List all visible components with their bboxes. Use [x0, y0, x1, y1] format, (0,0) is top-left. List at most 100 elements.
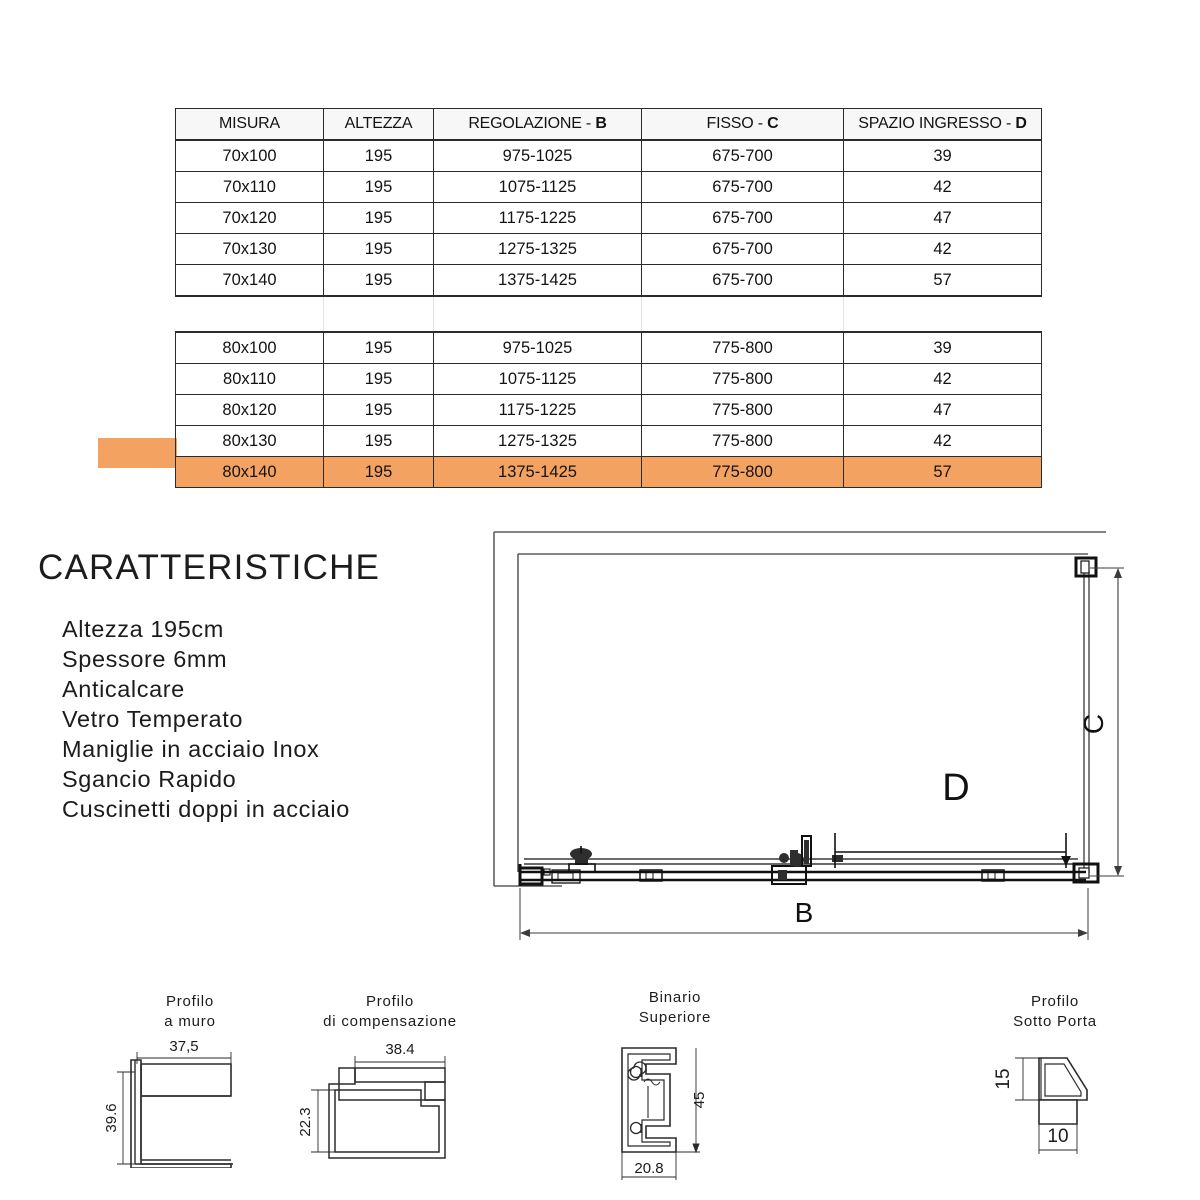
feature-item: Vetro Temperato — [62, 706, 244, 732]
separator-cell — [323, 295, 434, 333]
table-row: 70x130 195 1275-1325 675-700 42 — [175, 233, 1042, 265]
track-fitting-mid — [639, 869, 663, 882]
table-row: 80x100 195 975-1025 775-800 39 — [175, 331, 1042, 364]
dimension-c — [1090, 567, 1124, 877]
cell-fisso: 675-700 — [641, 202, 844, 234]
features-title: CARATTERISTICHE — [38, 548, 381, 587]
cell-fisso: 775-800 — [641, 456, 844, 488]
cell-altezza: 195 — [323, 171, 434, 203]
specification-table-container: MISURA ALTEZZA REGOLAZIONE - B FISSO - C… — [175, 108, 1042, 488]
cell-fisso: 675-700 — [641, 233, 844, 265]
cell-spazio: 47 — [843, 202, 1042, 234]
separator-cell — [433, 295, 642, 333]
profile-dim-height: 15 — [993, 1068, 1014, 1089]
screw-channel-icon — [627, 1061, 647, 1135]
cell-regolazione: 975-1025 — [433, 139, 642, 172]
profile-dim-width: 20.8 — [634, 1160, 663, 1177]
column-header-spazio-ingresso-label: SPAZIO INGRESSO - — [858, 115, 1016, 132]
column-header-fisso-label: FISSO - — [706, 115, 768, 132]
dimension-line-width — [1038, 1124, 1078, 1154]
profile-caption-line1: Binario — [648, 989, 702, 1006]
cell-spazio: 42 — [843, 171, 1042, 203]
cell-misura: 80x120 — [175, 394, 324, 426]
door-stop-block — [832, 855, 843, 862]
features-section: CARATTERISTICHE Altezza 195cm Spessore 6… — [38, 548, 498, 824]
dimension-b — [519, 888, 1089, 940]
column-header-altezza-label: ALTEZZA — [344, 115, 413, 132]
cell-altezza: 195 — [323, 233, 434, 265]
cell-regolazione: 1375-1425 — [433, 264, 642, 297]
table-row: 70x120 195 1175-1225 675-700 47 — [175, 202, 1042, 234]
column-header-spazio-ingresso-code: D — [1015, 115, 1027, 132]
cell-regolazione: 1275-1325 — [433, 425, 642, 457]
dimension-line-width — [354, 1056, 446, 1068]
cell-spazio: 47 — [843, 394, 1042, 426]
cell-regolazione: 1175-1225 — [433, 202, 642, 234]
column-header-misura-label: MISURA — [218, 115, 281, 132]
table-row: 80x110 195 1075-1125 775-800 42 — [175, 363, 1042, 395]
cell-altezza: 195 — [323, 425, 434, 457]
dimension-line-height — [676, 1048, 700, 1154]
cell-spazio: 39 — [843, 331, 1042, 364]
cell-fisso: 675-700 — [641, 264, 844, 297]
profile-dim-height: 22.3 — [297, 1107, 314, 1136]
cell-misura: 80x130 — [175, 425, 324, 457]
roller-carriage-left — [551, 846, 596, 884]
dimension-label-c: C — [1078, 714, 1109, 734]
separator-cell — [843, 295, 1042, 333]
column-header-fisso-code: C — [767, 115, 779, 132]
cell-fisso: 675-700 — [641, 171, 844, 203]
sliding-door-track-assembly — [518, 835, 1086, 886]
feature-item: Anticalcare — [62, 676, 185, 702]
profile-cross-section-compensazione: 38.4 22.3 — [290, 1038, 490, 1168]
dimension-line-height — [1015, 1057, 1041, 1101]
cell-spazio: 39 — [843, 139, 1042, 172]
cell-altezza: 195 — [323, 264, 434, 297]
cell-fisso: 775-800 — [641, 425, 844, 457]
profile-dim-height: 45 — [691, 1092, 708, 1109]
dimension-line-height — [311, 1089, 335, 1153]
cell-spazio: 57 — [843, 456, 1042, 488]
dimension-d — [834, 833, 1071, 868]
cell-altezza: 195 — [323, 331, 434, 364]
separator-cell — [175, 295, 324, 333]
cell-misura: 70x110 — [175, 171, 324, 203]
column-header-spazio-ingresso: SPAZIO INGRESSO - D — [843, 108, 1042, 141]
cell-misura: 80x140 — [175, 456, 324, 488]
profile-cross-section-sotto-porta: 15 10 — [960, 1038, 1150, 1178]
profile-dim-width: 10 — [1047, 1126, 1068, 1147]
column-header-fisso: FISSO - C — [641, 108, 844, 141]
column-header-regolazione: REGOLAZIONE - B — [433, 108, 642, 141]
profile-caption-line1: Profilo — [1030, 993, 1080, 1010]
cell-regolazione: 1075-1125 — [433, 363, 642, 395]
cell-fisso: 775-800 — [641, 331, 844, 364]
cell-altezza: 195 — [323, 456, 434, 488]
table-header-row: MISURA ALTEZZA REGOLAZIONE - B FISSO - C… — [175, 108, 1042, 141]
cell-misura: 70x120 — [175, 202, 324, 234]
profile-caption-line1: Profilo — [365, 993, 415, 1010]
cell-altezza: 195 — [323, 363, 434, 395]
cell-spazio: 42 — [843, 363, 1042, 395]
wall-bracket-top-right — [1074, 556, 1098, 578]
door-handle-cluster — [771, 835, 812, 885]
dimension-line-width — [621, 1152, 677, 1180]
dimension-line-width — [136, 1052, 232, 1064]
cell-altezza: 195 — [323, 139, 434, 172]
table-row-highlighted: 80x140 195 1375-1425 775-800 57 — [175, 456, 1042, 488]
feature-item: Spessore 6mm — [62, 646, 228, 672]
table-row: 70x140 195 1375-1425 675-700 57 — [175, 264, 1042, 297]
profile-detail-compensazione: Profilo di compensazione 38.4 — [290, 992, 490, 1168]
profile-dim-height: 39.6 — [105, 1103, 120, 1132]
column-header-regolazione-code: B — [595, 115, 607, 132]
dimension-label-b: B — [795, 897, 814, 928]
dimension-label-d: D — [942, 767, 969, 809]
profile-detail-binario-superiore: Binario Superiore — [600, 988, 750, 1184]
profile-detail-a-muro: Profilo a muro — [100, 992, 280, 1168]
cell-regolazione: 1275-1325 — [433, 233, 642, 265]
specification-table: MISURA ALTEZZA REGOLAZIONE - B FISSO - C… — [175, 108, 1042, 488]
profile-cross-section-binario: 45 20.8 — [600, 1034, 750, 1184]
cell-spazio: 57 — [843, 264, 1042, 297]
cell-regolazione: 975-1025 — [433, 331, 642, 364]
track-fitting-right — [981, 869, 1005, 882]
